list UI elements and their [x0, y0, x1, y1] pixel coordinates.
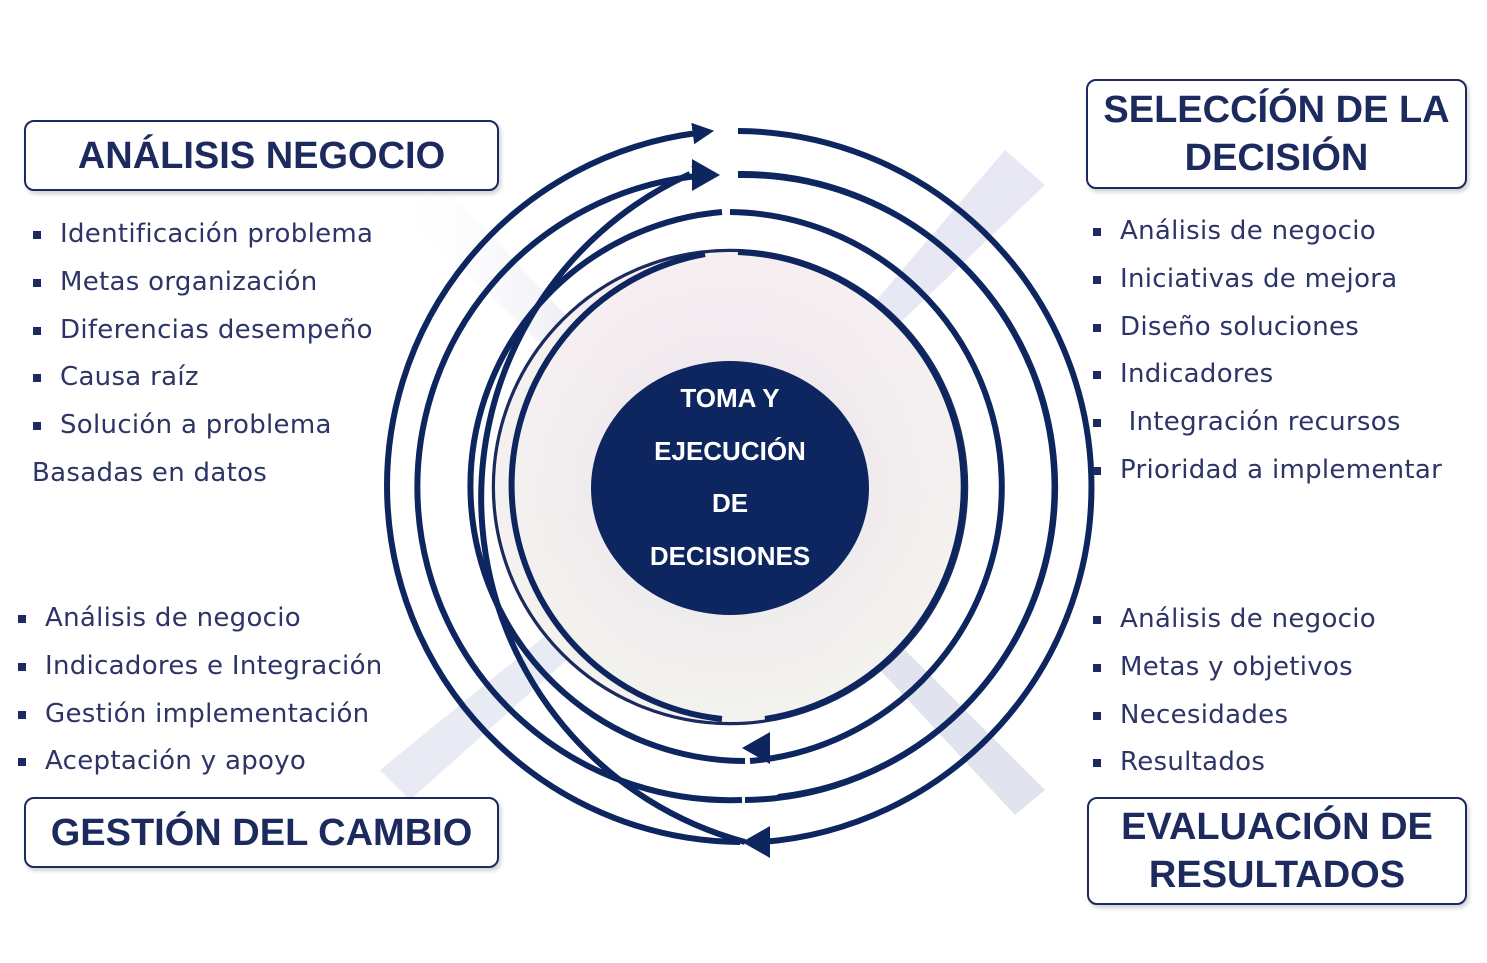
list-gestion-cambio: Análisis de negocio Indicadores e Integr… [17, 595, 383, 786]
list-item: Diseño soluciones [1092, 304, 1442, 352]
middle-ring-right [737, 249, 967, 722]
list-item: Causa raíz [32, 354, 373, 402]
arrow-bottom-outer [742, 826, 770, 858]
list-item: Análisis de negocio [17, 595, 383, 643]
list-item: Integración recursos [1092, 399, 1442, 447]
list-item: Resultados [1092, 739, 1376, 787]
arrow-bottom-inner [742, 732, 770, 764]
outer-ring-return [384, 122, 741, 845]
stage-title-gestion-cambio: GESTIÓN DEL CAMBIO [24, 797, 499, 868]
list-item: Solución a problema [32, 402, 373, 450]
stage-title-line: DECISIÓN [1184, 137, 1369, 179]
list-item: Prioridad a implementar [1092, 447, 1442, 495]
center-line-1: TOMA Y [680, 383, 780, 413]
third-ring-path [729, 209, 1005, 764]
stage-title-evaluacion-resultados: EVALUACIÓN DE RESULTADOS [1087, 797, 1467, 905]
third-ring-return [467, 209, 746, 764]
list-item: Indicadores [1092, 351, 1442, 399]
center-line-3: DE [711, 488, 749, 518]
list-item: Gestión implementación [17, 691, 383, 739]
list-item: Análisis de negocio [1092, 596, 1376, 644]
stage-title-line: EVALUACIÓN DE [1121, 806, 1433, 848]
list-item: Aceptación y apoyo [17, 738, 383, 786]
stage-title-seleccion-decision: SELECCÍÓN DE LA DECISIÓN [1086, 79, 1467, 189]
arrow-top-outer [692, 159, 720, 191]
center-line-4: DECISIONES [649, 540, 811, 571]
list-item: Iniciativas de mejora [1092, 256, 1442, 304]
list-item: Diferencias desempeño [32, 307, 373, 355]
list-analisis-negocio: Identificación problema Metas organizaci… [32, 211, 373, 498]
middle-ring-left [508, 251, 723, 722]
center-label: TOMA Y EJECUCIÓN DE DECISIONES [592, 372, 868, 582]
stage-title-line: SELECCÍÓN DE LA [1103, 89, 1450, 131]
list-seleccion-decision: Análisis de negocio Iniciativas de mejor… [1092, 208, 1442, 495]
center-line-2: EJECUCIÓN [654, 435, 806, 466]
stage-title-analisis-negocio: ANÁLISIS NEGOCIO [24, 120, 499, 191]
cycle-rings [384, 122, 1095, 845]
second-ring-path [737, 170, 1058, 803]
outer-ring-path [737, 128, 1095, 845]
stage-title-line: ANÁLISIS NEGOCIO [77, 134, 446, 177]
second-ring-return [414, 165, 743, 804]
center-node [591, 361, 869, 615]
list-item: Metas y objetivos [1092, 644, 1376, 692]
list-item: Indicadores e Integración [17, 643, 383, 691]
stage-title-line: RESULTADOS [1148, 854, 1406, 896]
list-item: Necesidades [1092, 692, 1376, 740]
stage-title-line: GESTIÓN DEL CAMBIO [50, 811, 473, 854]
list-note: Basadas en datos [32, 457, 268, 488]
list-evaluacion-resultados: Análisis de negocio Metas y objetivos Ne… [1092, 596, 1376, 787]
ring-solid-inner [491, 248, 969, 726]
list-item: Análisis de negocio [1092, 208, 1442, 256]
list-item: Metas organización [32, 259, 373, 307]
list-item: Identificación problema [32, 211, 373, 259]
